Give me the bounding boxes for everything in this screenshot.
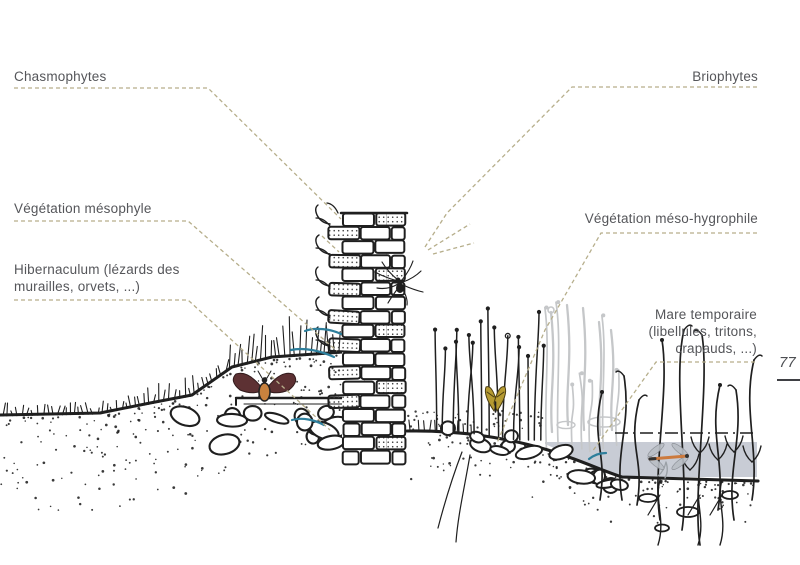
- label-hibernaculum-line2: murailles, orvets, ...): [14, 279, 141, 294]
- label-briophytes: Briophytes: [692, 69, 758, 84]
- wall-plants: [315, 202, 339, 349]
- stone-wall: [327, 211, 409, 466]
- dragonfly-illustration: [647, 443, 689, 479]
- grass-slope: [0, 316, 345, 417]
- hibernaculum-ledge: [234, 396, 345, 406]
- label-mare-line3: crapauds, ...): [675, 341, 757, 356]
- annotation-pointers: [14, 86, 757, 453]
- spider-illustration: [374, 260, 424, 306]
- page-number-rule: [777, 379, 800, 381]
- label-chasmophytes: Chasmophytes: [14, 69, 107, 84]
- label-mare-line1: Mare temporaire: [654, 307, 757, 322]
- label-mare-line2: (libellules, tritons,: [648, 324, 757, 339]
- faded-background-vegetation: [543, 300, 621, 453]
- rushes: [432, 306, 546, 441]
- reptile-marks: [289, 327, 608, 461]
- aquatic-plants: [596, 324, 763, 546]
- label-vegetation-meso-hygrophile: Végétation méso-hygrophile: [584, 211, 758, 226]
- label-mare-temporaire: Mare temporaire (libellules, tritons, cr…: [649, 306, 758, 357]
- butterfly-illustration: [484, 386, 507, 413]
- label-hibernaculum-line1: Hibernaculum (lézards des: [14, 262, 180, 277]
- moth-illustration: [232, 370, 297, 402]
- hibernaculum-stone-pile: [169, 404, 352, 456]
- label-hibernaculum: Hibernaculum (lézards des murailles, orv…: [14, 261, 180, 295]
- page-number: 77: [779, 354, 796, 371]
- pond-bank-stones: [437, 420, 739, 543]
- label-vegetation-mesophyle: Végétation mésophyle: [14, 201, 152, 216]
